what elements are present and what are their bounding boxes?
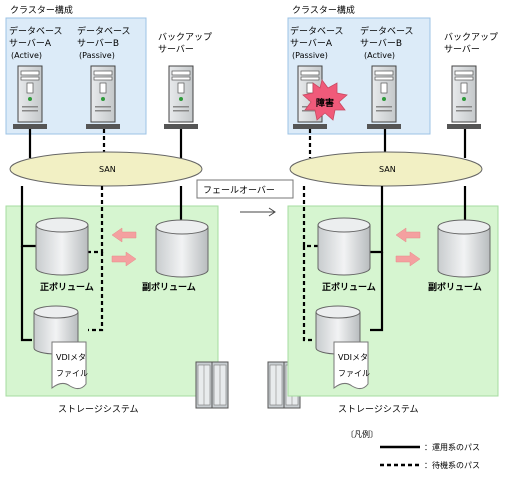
rack-icon [195, 361, 213, 409]
legend-standby-label: ：待機系のパス [424, 460, 480, 470]
legend: 〔凡例〕 ：運用系のパス ：待機系のパス [346, 429, 480, 470]
secondary-volume-label: 副ボリューム [428, 281, 482, 293]
san-ellipse [289, 151, 483, 187]
vdi-file-icon [333, 341, 369, 390]
rack-icon [211, 361, 229, 409]
storage-racks [195, 361, 301, 409]
backup-server-name-2: サーバー [158, 44, 194, 55]
vdi-file-icon [51, 341, 87, 390]
state-before: クラスター構成 データベース サーバーA (Active) データベース サーバ… [5, 4, 219, 415]
server-b-name-1: データベース [77, 25, 131, 37]
server-a-role: (Active) [11, 51, 42, 60]
secondary-volume-icon [155, 219, 209, 278]
server-b-role: (Passive) [79, 51, 115, 60]
backup-server-name-2: サーバー [444, 44, 480, 55]
server-b-name-2: サーバーB [77, 38, 119, 49]
vdi-file-label-1: VDIメタ [338, 353, 368, 362]
backup-server-icon [168, 65, 194, 123]
server-b-role: (Active) [364, 51, 395, 60]
storage-system-label: ストレージシステム [58, 404, 139, 415]
server-a-icon [17, 65, 43, 123]
failover-label: フェールオーバー [203, 185, 275, 196]
server-a-name-1: データベース [9, 25, 63, 37]
cluster-label: クラスター構成 [10, 4, 73, 16]
vdi-file-label-1: VDIメタ [56, 353, 86, 362]
secondary-volume-label: 副ボリューム [142, 281, 196, 293]
server-b-icon [371, 65, 397, 123]
failure-burst-icon [302, 79, 348, 121]
legend-title: 〔凡例〕 [346, 429, 378, 439]
server-a-name-1: データベース [290, 25, 344, 37]
cluster-label: クラスター構成 [292, 4, 355, 16]
vdi-file-label-2: ファイル [338, 369, 370, 378]
primary-volume-label: 正ボリューム [322, 281, 376, 293]
vdi-file-label-2: ファイル [56, 369, 88, 378]
secondary-volume-icon [437, 219, 491, 278]
legend-active-label: ：運用系のパス [424, 442, 480, 452]
transition-arrow-icon [240, 207, 276, 217]
primary-volume-label: 正ボリューム [40, 281, 94, 293]
primary-volume-icon [317, 217, 371, 276]
san-label: SAN [379, 165, 396, 174]
backup-server-name-1: バックアップ [158, 32, 212, 43]
state-after: クラスター構成 データベース サーバーA (Passive) データベース サー… [287, 4, 499, 415]
san-label: SAN [99, 165, 116, 174]
server-b-icon [90, 65, 116, 123]
server-a-role: (Passive) [292, 51, 328, 60]
server-b-name-2: サーバーB [360, 38, 402, 49]
backup-server-name-1: バックアップ [444, 32, 498, 43]
storage-system-label: ストレージシステム [338, 404, 419, 415]
server-b-name-1: データベース [360, 25, 414, 37]
backup-server-icon [451, 65, 477, 123]
failover-box [196, 179, 294, 199]
rack-icon [267, 361, 285, 409]
server-a-name-2: サーバーA [290, 38, 333, 49]
san-ellipse [9, 151, 203, 187]
server-a-name-2: サーバーA [9, 38, 52, 49]
primary-volume-icon [35, 217, 89, 276]
failure-label: 障害 [316, 97, 334, 109]
